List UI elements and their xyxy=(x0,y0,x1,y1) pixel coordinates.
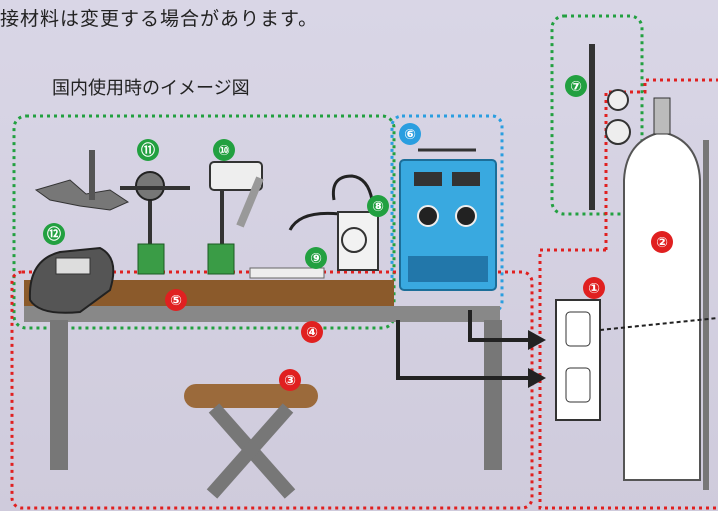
marker-2-badge xyxy=(651,231,673,253)
red-table-outline xyxy=(10,270,534,510)
green-regulator-outline xyxy=(550,14,644,216)
wire-feeder xyxy=(337,211,379,271)
power-display-b xyxy=(452,172,480,186)
outlet-socket-b xyxy=(565,367,591,403)
microscope-tube xyxy=(236,176,264,228)
arrow-outlet-a xyxy=(528,330,546,350)
marker-12-label: ⑫ xyxy=(47,226,61,243)
marker-2-label: ② xyxy=(656,235,668,251)
marker-4-badge xyxy=(301,321,323,343)
regulator-gauge-b xyxy=(605,119,631,145)
marker-11-badge xyxy=(137,139,159,161)
marker-3-label: ③ xyxy=(284,373,296,389)
marker-9-badge xyxy=(305,247,327,269)
table-leg-right xyxy=(484,320,502,470)
welding-helmet xyxy=(28,246,115,314)
marker-10-badge xyxy=(213,139,235,161)
marker-7-badge xyxy=(565,75,587,97)
table-frame-top xyxy=(24,306,500,322)
marker-6-label: ⑥ xyxy=(404,127,416,143)
cylinder-chain xyxy=(599,317,718,331)
red-cylinder-outline xyxy=(538,78,718,510)
stand-base-a xyxy=(137,243,165,275)
table-leg-left xyxy=(50,320,68,470)
marker-1-label: ① xyxy=(588,281,600,297)
regulator-gauge-a xyxy=(607,89,629,111)
gas-cylinder xyxy=(623,130,701,481)
power-knob-a xyxy=(417,205,439,227)
stand-base-b xyxy=(207,243,235,275)
power-knob-b xyxy=(455,205,477,227)
torch-cable-top xyxy=(331,174,374,201)
marker-4-label: ④ xyxy=(306,325,318,341)
cylinder-valve xyxy=(653,97,671,135)
marker-12-badge xyxy=(43,223,65,245)
stool-seat xyxy=(184,384,318,408)
cable-to-outlet-a xyxy=(468,310,528,342)
torch-cable xyxy=(288,211,341,231)
wire-spool xyxy=(341,227,367,253)
workpiece-plate xyxy=(249,267,325,279)
outlet-socket-a xyxy=(565,311,591,347)
power-panel xyxy=(408,256,488,282)
green-group-outline xyxy=(12,114,396,330)
cable-to-outlet-b xyxy=(396,320,528,380)
helmet-visor xyxy=(55,257,91,275)
marker-8-badge xyxy=(367,195,389,217)
microscope-body xyxy=(209,161,263,191)
arrow-outlet-b xyxy=(528,368,546,388)
diagram-title: 国内使用時のイメージ図 xyxy=(52,78,250,99)
header-note: 接材料は変更する場合があります。 xyxy=(0,8,319,30)
marker-11-label: ⑪ xyxy=(141,142,155,159)
blue-group-outline xyxy=(390,114,504,314)
marker-9-label: ⑨ xyxy=(310,251,322,267)
clamp-device xyxy=(34,179,130,211)
marker-5-badge xyxy=(165,289,187,311)
marker-7-label: ⑦ xyxy=(570,79,582,95)
marker-8-label: ⑧ xyxy=(372,199,384,215)
marker-3-badge xyxy=(279,369,301,391)
power-display-a xyxy=(414,172,442,186)
marker-5-label: ⑤ xyxy=(170,293,182,309)
stool-leg-b xyxy=(206,403,294,499)
marker-10-label: ⑩ xyxy=(218,143,230,159)
marker-1-badge xyxy=(583,277,605,299)
marker-6-badge xyxy=(399,123,421,145)
